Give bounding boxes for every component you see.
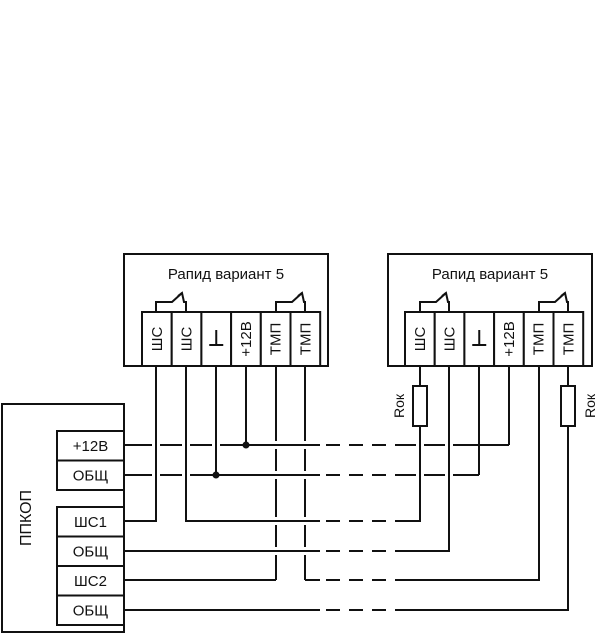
- device-terminal: ТМП: [289, 311, 322, 367]
- wire-shs-common: [124, 366, 450, 552]
- terminal-label: ТМП: [531, 323, 548, 355]
- wire-common-power: [124, 366, 480, 479]
- terminal-label: ШС: [412, 327, 429, 352]
- terminal-label: ШС: [179, 327, 196, 352]
- panel-terminal-label: ШС1: [74, 514, 107, 531]
- panel-terminal-label: ОБЩ: [73, 603, 109, 620]
- device-1-terminal-strip: ШС ШС +12В ТМП ТМП: [141, 311, 322, 367]
- device-terminal: ТМП: [522, 311, 555, 367]
- panel-terminal: ОБЩ: [56, 535, 125, 567]
- device-2-title: Рапид вариант 5: [432, 266, 548, 283]
- wire-shs2: [124, 366, 277, 581]
- junction-dot: [212, 471, 220, 479]
- device-terminal: +12В: [230, 311, 262, 367]
- terminal-label: ШС: [149, 327, 166, 352]
- device-1-tmp-switch-icon: [275, 291, 306, 312]
- resistor-2-label: Rок: [582, 393, 598, 418]
- wire-shs1: [124, 366, 157, 522]
- junction-dot: [242, 441, 250, 449]
- device-2-shs-switch-icon: [419, 291, 450, 312]
- device-terminal: ШС: [433, 311, 466, 367]
- panel-terminal: ОБЩ: [56, 594, 125, 626]
- terminal-label: +12В: [238, 321, 255, 356]
- device-2-tmp-switch-icon: [538, 291, 569, 312]
- wire-tamper-link: [304, 366, 540, 581]
- device-terminal: ШС: [404, 311, 436, 367]
- wire-plus12v: [124, 366, 510, 449]
- wire-shs-loop-link: [185, 366, 421, 522]
- device-terminal: ТМП: [259, 311, 292, 367]
- terminal-label: ТМП: [297, 323, 314, 355]
- resistor-1-body: [412, 385, 428, 427]
- device-1-title: Рапид вариант 5: [168, 266, 284, 283]
- panel-terminal-label: ШС2: [74, 573, 107, 590]
- terminal-label: +12В: [501, 321, 518, 356]
- resistor-2-body: [560, 385, 576, 427]
- panel-terminal: ШС2: [56, 565, 125, 597]
- device-terminal: +12В: [493, 311, 525, 367]
- device-terminal: ШС: [170, 311, 203, 367]
- panel-terminal-label: +12В: [73, 438, 108, 455]
- panel-terminal: ШС1: [56, 506, 125, 538]
- device-rapid-1: Рапид вариант 5 ШС ШС +12В ТМП ТМП: [123, 253, 329, 367]
- device-terminal: [200, 311, 233, 367]
- panel-terminal-label: ОБЩ: [73, 468, 109, 485]
- device-rapid-2: Рапид вариант 5 ШС ШС +12В ТМП ТМП: [387, 253, 593, 367]
- panel-terminal: +12В: [56, 430, 125, 462]
- device-1-shs-switch-icon: [155, 291, 187, 312]
- wires: [124, 366, 569, 611]
- device-terminal: [463, 311, 496, 367]
- panel-terminal-label: ОБЩ: [73, 544, 109, 561]
- device-terminal: ТМП: [552, 311, 585, 367]
- terminal-label: ТМП: [268, 323, 285, 355]
- wire-tamper-common: [124, 366, 569, 611]
- device-terminal: ШС: [141, 311, 173, 367]
- resistor-1-label: Rок: [391, 393, 407, 418]
- panel-label: ППКОП: [18, 490, 35, 546]
- device-2-terminal-strip: ШС ШС +12В ТМП ТМП: [404, 311, 585, 367]
- resistor-rok-1: Rок: [391, 385, 428, 427]
- resistor-rok-2: Rок: [560, 385, 598, 427]
- panel-terminal: ОБЩ: [56, 459, 125, 491]
- terminal-label: ШС: [442, 327, 459, 352]
- terminal-label: ТМП: [560, 323, 577, 355]
